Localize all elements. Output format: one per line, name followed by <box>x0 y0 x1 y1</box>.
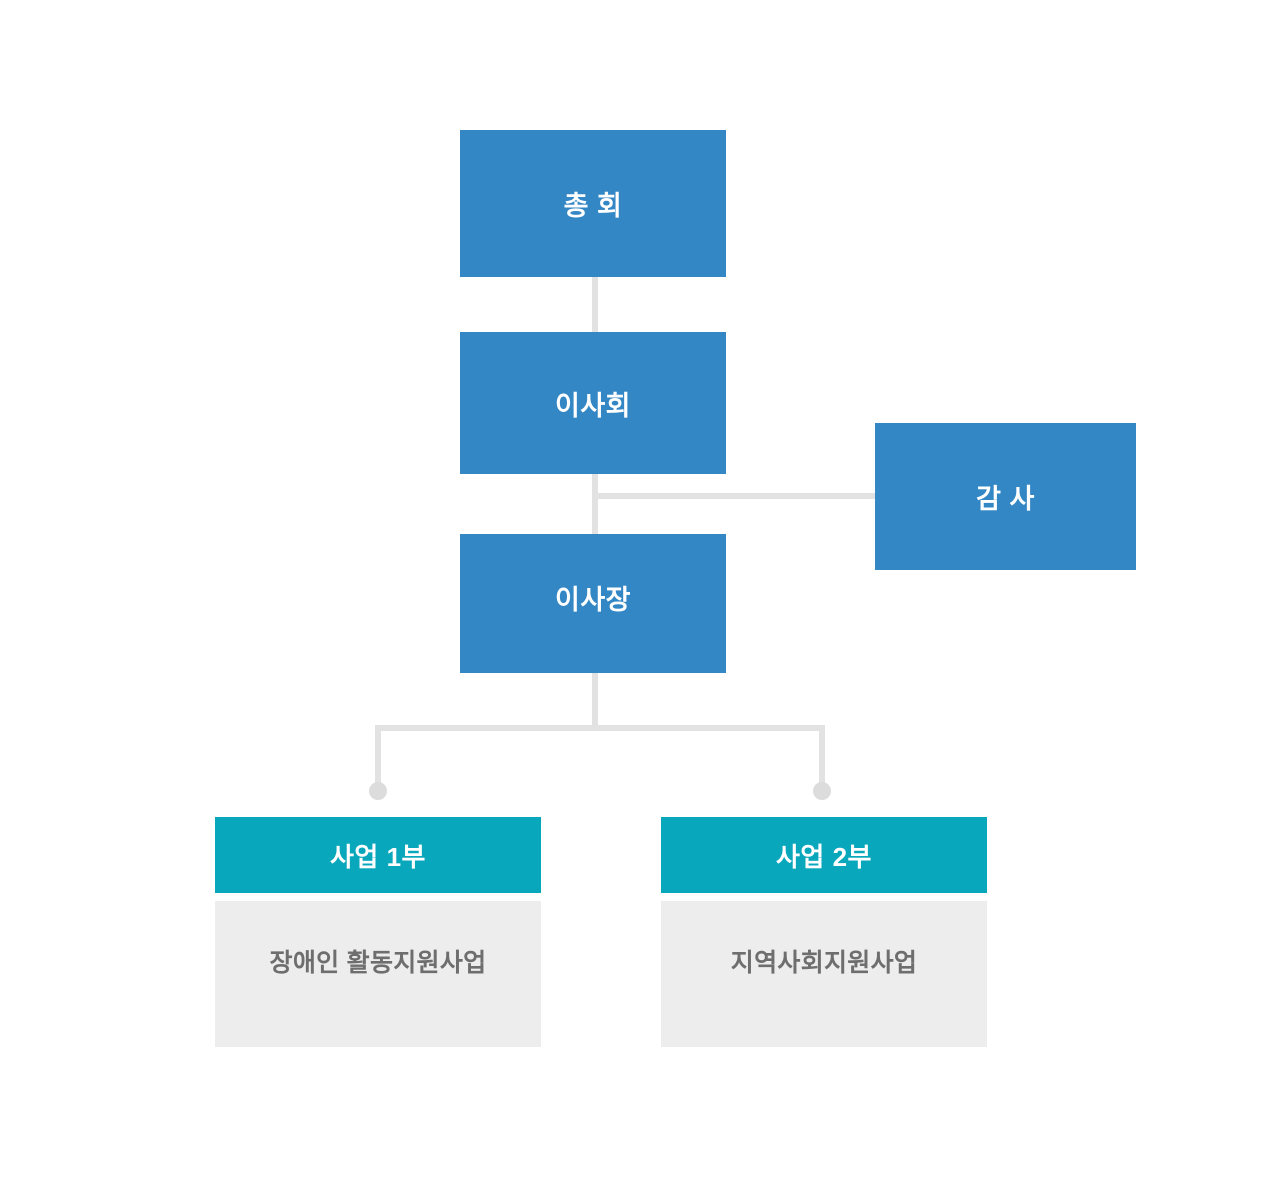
node-department-1[interactable]: 사업 1부 장애인 활동지원사업 <box>215 817 541 1047</box>
connector-assembly-to-board <box>592 277 598 332</box>
connector-chairman-trunk <box>592 673 598 728</box>
connector-board-to-chairman <box>592 474 598 534</box>
connector-dot-department-1 <box>369 782 387 800</box>
node-chairman[interactable]: 이사장 <box>460 534 726 673</box>
node-department-2-header-label: 사업 2부 <box>776 841 872 872</box>
node-auditor-label: 감 사 <box>976 484 1035 514</box>
connector-drop-department-2 <box>819 725 825 787</box>
node-general-assembly-label: 총 회 <box>563 191 623 221</box>
node-board-of-directors[interactable]: 이사회 <box>460 332 726 474</box>
node-department-2-body: 지역사회지원사업 <box>661 901 987 1047</box>
node-department-2-body-label: 지역사회지원사업 <box>730 949 918 977</box>
connector-dot-department-2 <box>813 782 831 800</box>
node-general-assembly[interactable]: 총 회 <box>460 130 726 277</box>
node-department-1-body-label: 장애인 활동지원사업 <box>269 949 487 977</box>
connector-drop-department-1 <box>375 725 381 787</box>
node-department-1-header[interactable]: 사업 1부 <box>215 817 541 893</box>
connector-branch-bar <box>375 725 825 731</box>
node-department-2[interactable]: 사업 2부 지역사회지원사업 <box>661 817 987 1047</box>
node-board-of-directors-label: 이사회 <box>554 390 632 421</box>
connector-board-to-auditor <box>595 493 877 499</box>
node-department-1-body: 장애인 활동지원사업 <box>215 901 541 1047</box>
node-auditor[interactable]: 감 사 <box>875 423 1136 570</box>
node-department-2-header[interactable]: 사업 2부 <box>661 817 987 893</box>
node-department-1-header-label: 사업 1부 <box>330 841 426 872</box>
node-chairman-label: 이사장 <box>554 585 632 615</box>
